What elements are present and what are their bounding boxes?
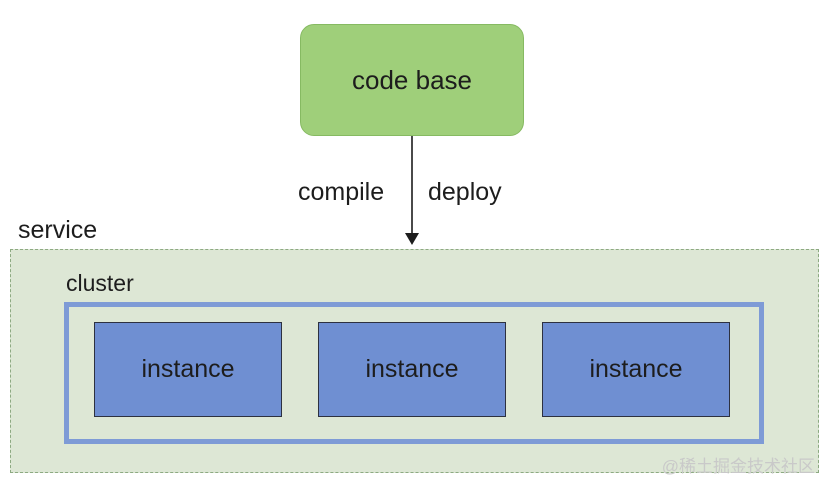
service-label: service xyxy=(18,216,98,244)
cluster-label: cluster xyxy=(66,270,134,296)
watermark: @稀土掘金技术社区 xyxy=(661,457,815,476)
deploy-label: deploy xyxy=(428,178,502,206)
code-base-node: code base xyxy=(300,24,524,136)
compile-label: compile xyxy=(298,178,385,206)
instance-node-2: instance xyxy=(318,322,506,417)
instance-node-3: instance xyxy=(542,322,730,417)
instance-node-1: instance xyxy=(94,322,282,417)
arrow-head xyxy=(405,233,419,245)
